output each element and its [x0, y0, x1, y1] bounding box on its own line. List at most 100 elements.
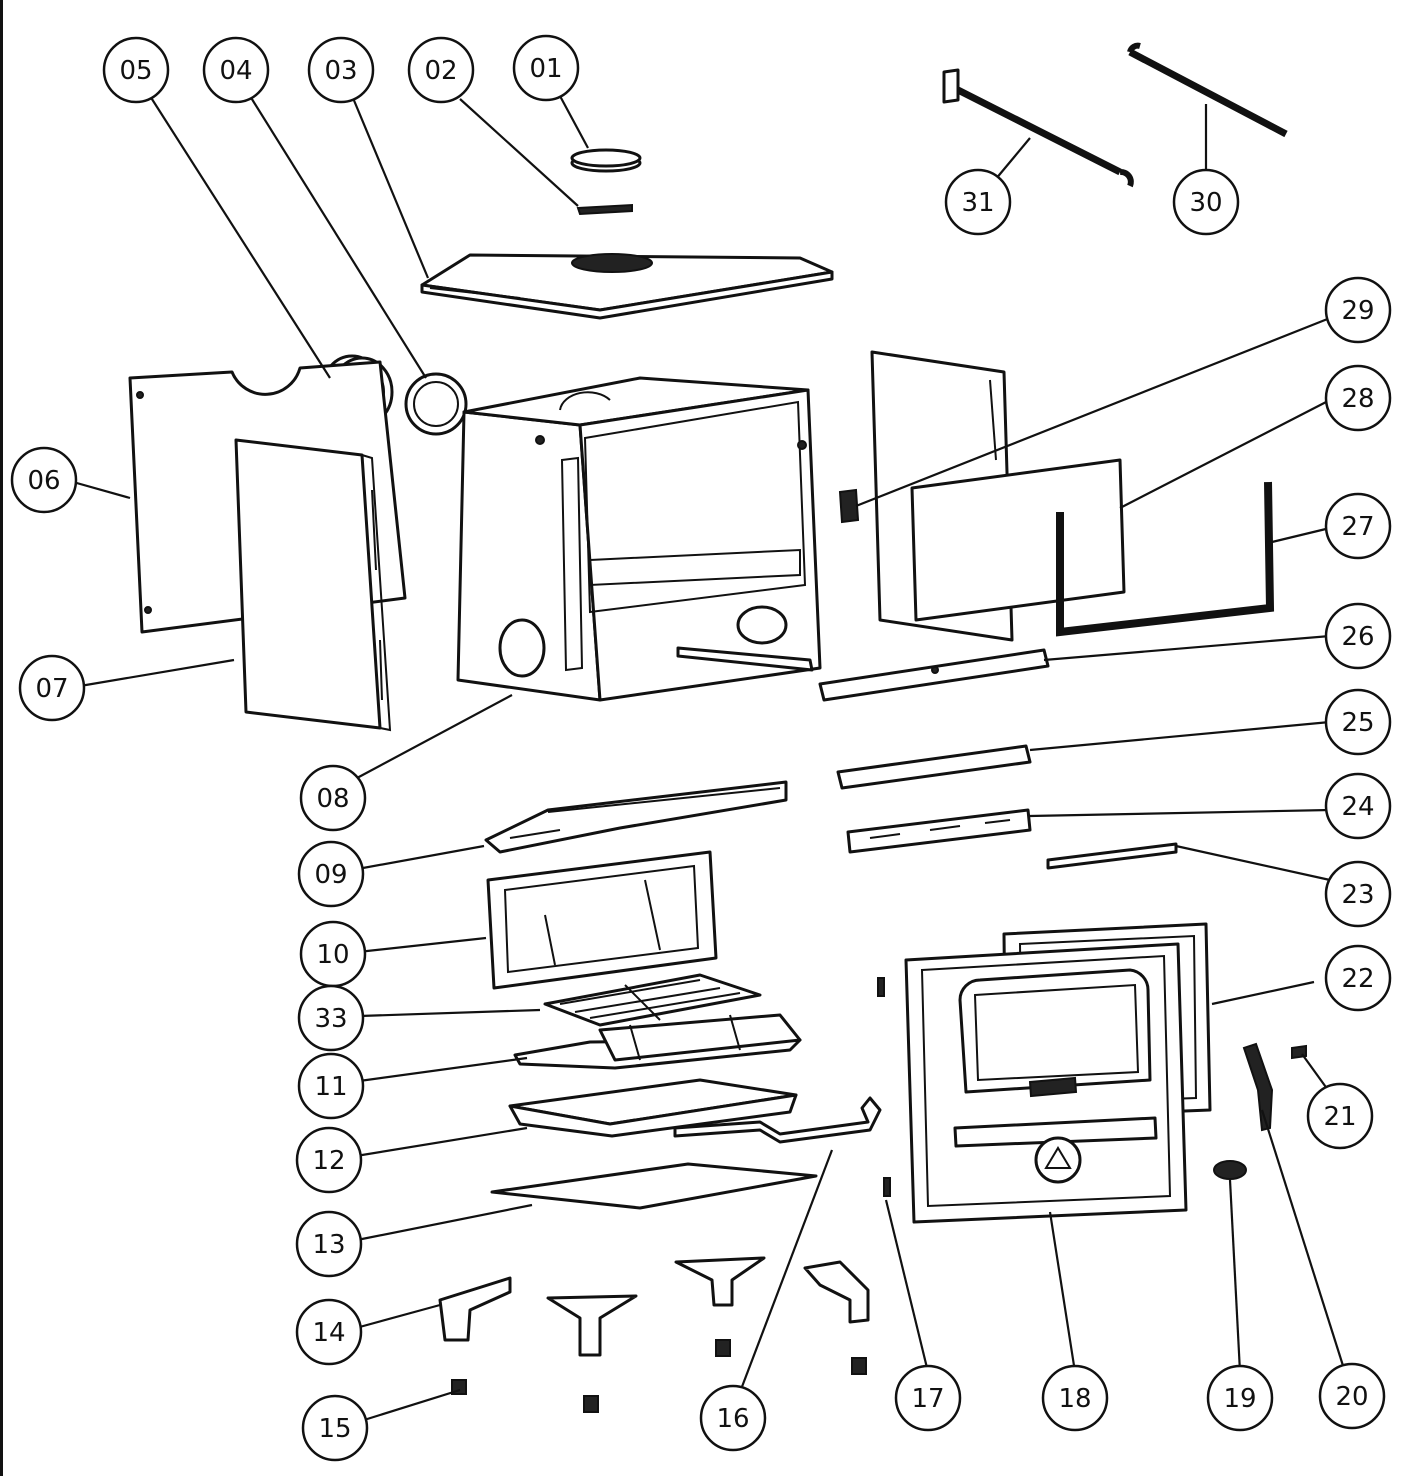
- callout-13: 13: [295, 1210, 363, 1278]
- callout-24-label: 24: [1341, 792, 1374, 822]
- callout-30: 30: [1172, 168, 1240, 236]
- part-31-tie-rod: [942, 68, 1134, 188]
- callout-14-label: 14: [312, 1318, 345, 1348]
- part-03-top-plate: [420, 253, 834, 320]
- part-13-hearth-plate: [490, 1162, 818, 1210]
- callout-19: 19: [1206, 1364, 1274, 1432]
- part-11-grate-bed: [513, 1013, 802, 1070]
- callout-18: 18: [1041, 1364, 1109, 1432]
- part-26-angle-bracket: [818, 648, 1050, 702]
- callout-23: 23: [1324, 860, 1392, 928]
- callout-01: 01: [512, 34, 580, 102]
- callout-09-label: 09: [314, 860, 347, 890]
- callout-03-label: 03: [324, 56, 357, 86]
- callout-20-label: 20: [1335, 1382, 1368, 1412]
- callout-21: 21: [1306, 1082, 1374, 1150]
- leader-28: [1119, 399, 1331, 509]
- callout-06: 06: [10, 446, 78, 514]
- leader-14: [355, 1303, 441, 1330]
- leader-09: [351, 844, 485, 872]
- part-27-u-rail: [1056, 481, 1275, 637]
- leader-31: [994, 137, 1031, 181]
- leader-29: [855, 316, 1331, 508]
- callout-04-label: 04: [219, 56, 252, 86]
- leader-04: [249, 95, 427, 379]
- callout-24: 24: [1324, 772, 1392, 840]
- callout-10: 10: [299, 920, 367, 988]
- leader-16: [738, 1149, 834, 1393]
- callout-22-label: 22: [1341, 964, 1374, 994]
- callout-08: 08: [299, 764, 367, 832]
- part-10-front-frame: [486, 850, 718, 990]
- callout-33: 33: [297, 984, 365, 1052]
- callout-17: 17: [894, 1364, 962, 1432]
- callout-21-label: 21: [1323, 1102, 1356, 1132]
- callout-05-label: 05: [119, 56, 152, 86]
- callout-07: 07: [18, 654, 86, 722]
- part-12-ash-pan: [508, 1078, 798, 1138]
- part-14-leg-center-right: [674, 1256, 766, 1307]
- callout-bubbles: 01 02 03 04 05 06 07 08 09 10 33 11 12 1…: [10, 34, 1392, 1462]
- part-07-side-heat-shield: [234, 438, 392, 732]
- part-08-firebox-body: [456, 376, 822, 702]
- leader-22: [1211, 980, 1315, 1006]
- callout-19-label: 19: [1223, 1384, 1256, 1414]
- callout-12: 12: [295, 1126, 363, 1194]
- leader-26: [1043, 634, 1331, 662]
- callout-25-label: 25: [1341, 708, 1374, 738]
- leader-20: [1260, 1109, 1347, 1373]
- callout-16: 16: [699, 1384, 767, 1452]
- callout-25: 25: [1324, 688, 1392, 756]
- part-29-bracket: [838, 488, 860, 524]
- callout-15: 15: [301, 1394, 369, 1462]
- callout-30-label: 30: [1189, 188, 1222, 218]
- leader-27: [1271, 526, 1331, 544]
- leader-21: [1301, 1053, 1329, 1091]
- part-24-air-plate: [846, 808, 1032, 854]
- callout-29: 29: [1324, 276, 1392, 344]
- part-14-leg-right: [803, 1260, 870, 1324]
- leader-10: [357, 936, 487, 954]
- callout-01-label: 01: [529, 54, 562, 84]
- leader-13: [356, 1203, 533, 1242]
- callout-10-label: 10: [316, 940, 349, 970]
- callout-28: 28: [1324, 364, 1392, 432]
- leader-19: [1228, 1179, 1242, 1373]
- part-33-grate: [543, 973, 762, 1027]
- leader-11: [351, 1056, 528, 1084]
- callout-20: 20: [1318, 1362, 1386, 1430]
- leader-05: [149, 95, 331, 379]
- callout-27-label: 27: [1341, 512, 1374, 542]
- callout-05: 05: [102, 36, 170, 104]
- callout-18-label: 18: [1058, 1384, 1091, 1414]
- callout-17-label: 17: [911, 1384, 944, 1414]
- callout-08-label: 08: [316, 784, 349, 814]
- callout-06-label: 06: [27, 466, 60, 496]
- leader-23: [1175, 844, 1331, 882]
- callout-04: 04: [202, 36, 270, 104]
- leader-15: [363, 1388, 461, 1422]
- callout-22: 22: [1324, 944, 1392, 1012]
- left-border-rule: [0, 0, 3, 1476]
- callout-26-label: 26: [1341, 622, 1374, 652]
- callout-23-label: 23: [1341, 880, 1374, 910]
- callout-11-label: 11: [314, 1072, 347, 1102]
- part-01-flue-collar-ring: [570, 148, 642, 173]
- part-25-support-bar: [836, 744, 1032, 790]
- leader-33: [359, 1008, 541, 1018]
- part-02-small-rod: [576, 203, 633, 216]
- callout-11: 11: [297, 1052, 365, 1120]
- part-15-levelling-feet: [451, 1339, 867, 1413]
- callout-27: 27: [1324, 492, 1392, 560]
- leader-02: [459, 98, 579, 207]
- callout-31: 31: [944, 168, 1012, 236]
- part-14-leg-left: [438, 1276, 512, 1342]
- callout-12-label: 12: [312, 1146, 345, 1176]
- leader-24: [1029, 808, 1331, 818]
- leader-12: [355, 1126, 528, 1158]
- part-20-door-handle: [1242, 1042, 1274, 1132]
- callout-07-label: 07: [35, 674, 68, 704]
- callout-03: 03: [307, 36, 375, 104]
- part-23-air-slide: [1046, 842, 1178, 870]
- callout-02-label: 02: [424, 56, 457, 86]
